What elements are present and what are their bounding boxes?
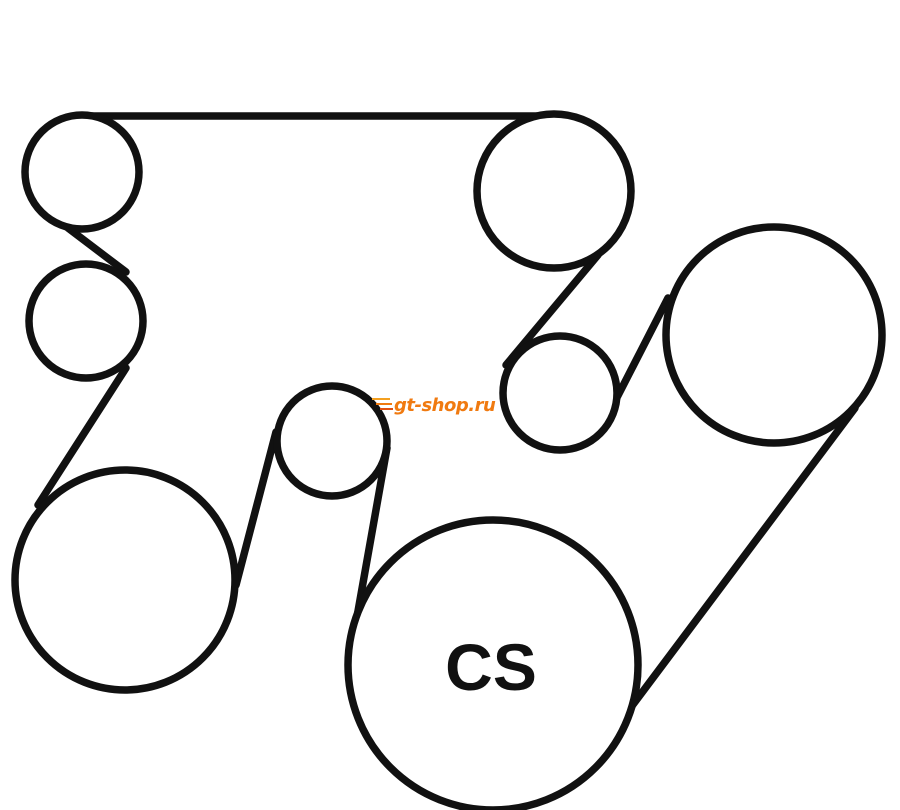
belt-segment-cs-to-large [601,404,859,746]
belt-segment-left-to-lowerleft [34,364,130,509]
pulley-upper-left-idler [21,111,143,233]
belt-segment-ul-to-left [64,224,130,276]
pulley-crankshaft [344,516,642,810]
pulleys [11,110,886,810]
pulley-lower-left [11,466,239,694]
watermark-logo: gt-shop.ru [372,395,496,416]
speed-lines-icon [372,398,393,410]
pulley-middle-right-idler [499,332,621,454]
pulley-left-idler [25,260,147,382]
belt-segment-lowerleft-to-center [232,428,280,589]
crankshaft-label: CS [445,630,537,704]
pulley-upper-right [473,110,635,272]
pulley-large-right [662,223,886,447]
watermark-text: gt-shop.ru [394,395,496,416]
serpentine-belt [34,112,859,746]
pulley-center-idler [273,382,391,500]
